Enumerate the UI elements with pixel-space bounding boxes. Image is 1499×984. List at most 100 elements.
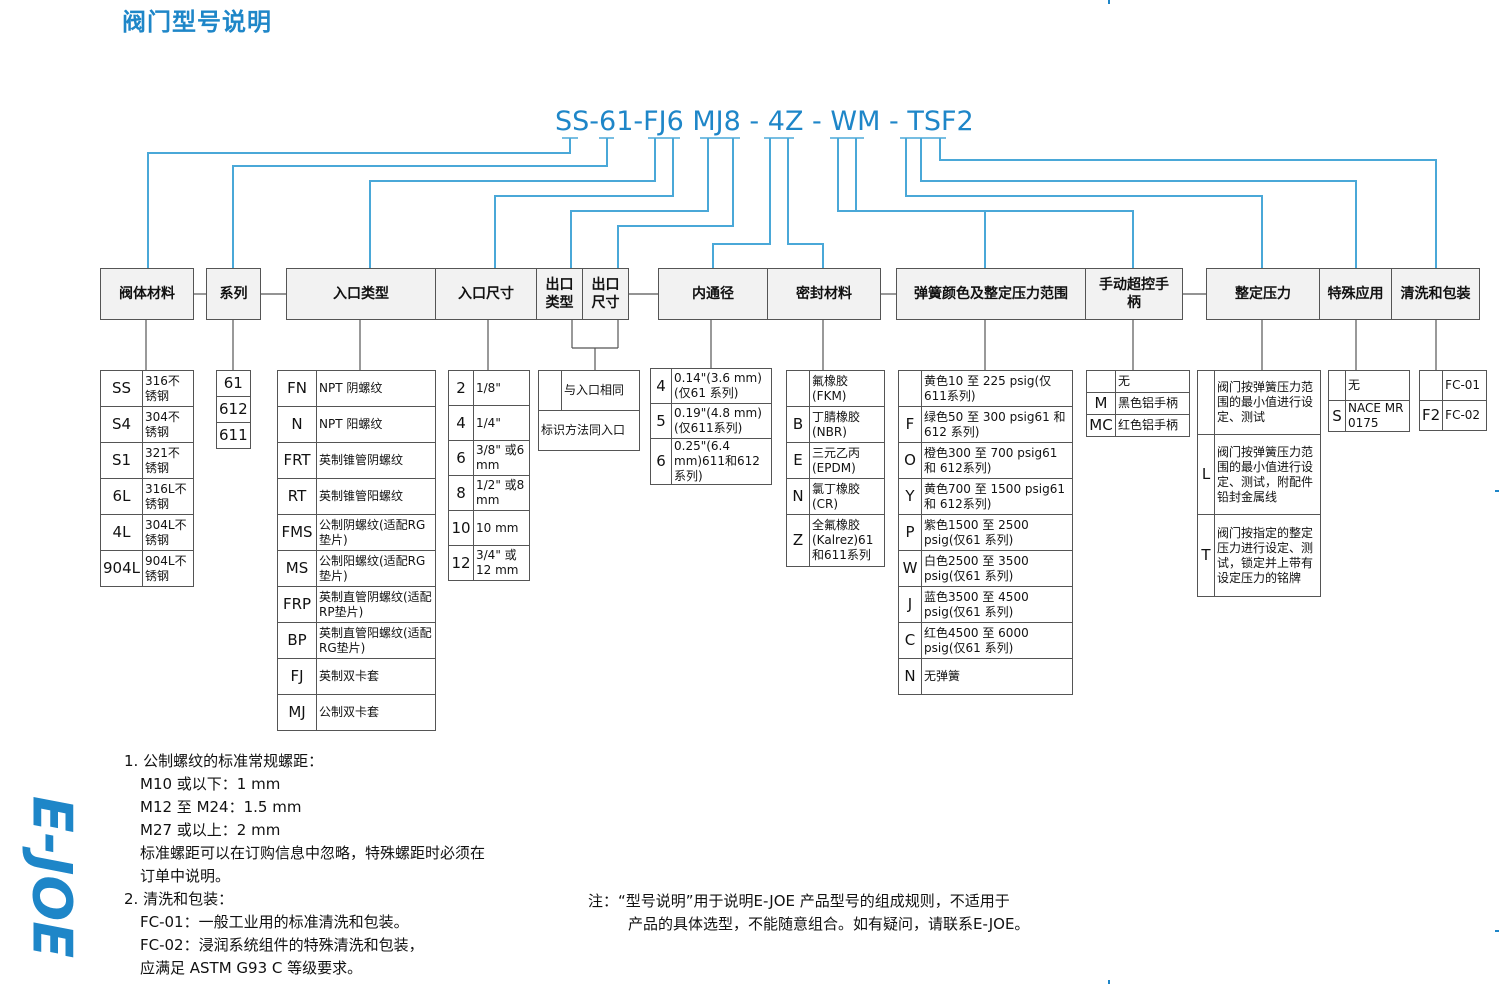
page-title: 阀门型号说明 (122, 8, 272, 36)
desc-cell: 白色2500 至 3500 psig(仅61 系列) (921, 550, 1073, 587)
header-series: 系列 (206, 268, 261, 320)
code-cell: N (277, 406, 317, 443)
code-cell: 612 (216, 396, 251, 423)
code-cell: C (898, 622, 922, 659)
code-cell: 6L (100, 478, 143, 515)
desc-cell: 无 (1345, 370, 1410, 401)
code-cell: J (898, 586, 922, 623)
note-line: 2. 清洗和包装： (124, 890, 234, 908)
crop-mark (1108, 980, 1110, 984)
desc-cell: 英制锥管阳螺纹 (316, 478, 436, 515)
code-cell: M (1086, 392, 1116, 415)
code-cell: 4 (448, 405, 474, 441)
desc-cell: 三元乙丙(EPDM) (809, 442, 885, 479)
desc-cell: 1/4" (473, 405, 530, 441)
desc-cell: 0.14"(3.6 mm)(仅61 系列) (671, 368, 772, 404)
desc-cell: 全氟橡胶(Kalrez)61和611系列 (809, 514, 885, 567)
desc-cell: 10 mm (473, 510, 530, 546)
desc-cell: 1/2" 或8 mm (473, 475, 530, 511)
code-cell: N (898, 658, 922, 695)
desc-cell: 标识方法同入口 (538, 410, 640, 451)
desc-cell: 3/4" 或12 mm (473, 545, 530, 581)
code-cell: FMS (277, 514, 317, 551)
note-line: M12 至 M24：1.5 mm (140, 798, 302, 816)
desc-cell: 0.19"(4.8 mm)(仅611系列) (671, 403, 772, 439)
table-row: 61 (216, 370, 251, 397)
notes-left: 1. 公制螺纹的标准常规螺距： M10 或以下：1 mm M12 至 M24：1… (124, 750, 544, 980)
code-cell (1328, 370, 1346, 401)
desc-cell: 氟橡胶(FKM) (809, 370, 885, 407)
desc-cell: NACE MR 0175 (1345, 400, 1410, 432)
code-cell: P (898, 514, 922, 551)
desc-cell: 英制直管阳螺纹(适配RG垫片) (316, 622, 436, 659)
code-cell: 4L (100, 514, 143, 551)
desc-cell: 阀门按指定的整定压力进行设定、测试，锁定并上带有设定压力的铭牌 (1214, 514, 1321, 597)
note-line: FC-02：浸润系统组件的特殊清洗和包装， (140, 936, 424, 954)
model-segment-bore-seal: 4Z (767, 106, 804, 137)
desc-cell: 黑色铝手柄 (1115, 392, 1190, 415)
table-row: 无 (1328, 370, 1410, 401)
note-line: M10 或以下：1 mm (140, 775, 281, 793)
desc-cell: 红色4500 至 6000 psig(仅61 系列) (921, 622, 1073, 659)
table-row: 与入口相同 (538, 370, 640, 411)
code-cell: O (898, 442, 922, 479)
code-cell: MS (277, 550, 317, 587)
header-set-pressure: 整定压力 (1206, 268, 1320, 320)
code-cell: S4 (100, 406, 143, 443)
code-cell: RT (277, 478, 317, 515)
code-cell: MC (1086, 414, 1116, 437)
desc-cell: 公制阴螺纹(适配RG垫片) (316, 514, 436, 551)
table-row: 611 (216, 422, 251, 449)
note-line: 产品的具体选型，不能随意组合。如有疑问，请联系E-JOE。 (628, 915, 1030, 933)
model-separator: - (749, 106, 760, 137)
code-cell: L (1197, 434, 1215, 515)
code-cell: 4 (650, 368, 672, 404)
code-cell: B (786, 406, 810, 443)
code-cell: S (1328, 400, 1346, 432)
header-inlet-type: 入口类型 (286, 268, 436, 320)
code-cell: 611 (216, 422, 251, 449)
outlet-table: 与入口相同 标识方法同入口 (538, 370, 640, 451)
desc-cell: 无弹簧 (921, 658, 1073, 695)
model-segment-spring-handle: WM (830, 106, 881, 137)
code-cell: FRT (277, 442, 317, 479)
code-cell (1086, 370, 1116, 393)
header-special: 特殊应用 (1319, 268, 1392, 320)
code-cell: 12 (448, 545, 474, 581)
model-separator: - (888, 106, 899, 137)
code-cell: F (898, 406, 922, 443)
desc-cell: 绿色50 至 300 psig61 和 612 系列) (921, 406, 1073, 443)
desc-cell: 与入口相同 (561, 370, 640, 411)
code-cell: FN (277, 370, 317, 407)
model-segment-series: SS-61- (555, 106, 644, 137)
desc-cell: 英制锥管阴螺纹 (316, 442, 436, 479)
code-cell: Z (786, 514, 810, 567)
desc-cell: 阀门按弹簧压力范围的最小值进行设定、测试 (1214, 370, 1321, 435)
